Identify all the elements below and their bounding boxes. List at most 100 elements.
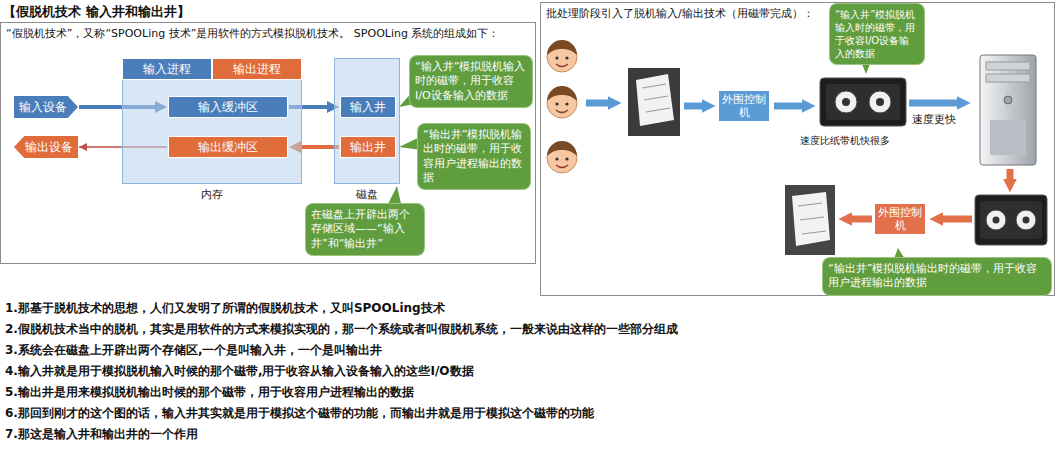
printer-photo <box>785 185 835 255</box>
note-line: 5.输出井是用来模拟脱机输出时候的那个磁带，用于收容用户进程输出的数据 <box>5 384 414 401</box>
tape-machine <box>820 78 906 126</box>
callout: “输出井”模拟脱机输出时的磁带，用于收容用户进程输出的数据 <box>823 258 1051 295</box>
node-text: 输出进程 <box>233 61 281 78</box>
flow-arrow <box>774 103 803 110</box>
controller-box: 外围控制机 <box>718 90 770 122</box>
node-text: 输出井 <box>350 139 386 156</box>
node-text: 外围控制机 <box>877 206 923 232</box>
note-line: 2.假脱机技术当中的脱机，其实是用软件的方式来模拟实现的，那一个系统或者叫假脱机… <box>5 321 678 338</box>
eye <box>555 56 558 59</box>
device-fill <box>14 136 78 158</box>
device-fill <box>14 96 78 118</box>
mouth <box>556 64 568 67</box>
node-text: 在磁盘上开辟出两个存储区域——“输入井”和“输出井” <box>311 208 419 251</box>
mouth <box>556 165 568 168</box>
node-text: 输入缓冲区 <box>198 99 258 116</box>
eye <box>555 157 558 160</box>
computer-tower <box>980 55 1036 165</box>
speed-note: 速度更快 <box>912 112 956 127</box>
controller-box: 外围控制机 <box>874 203 926 235</box>
paper-line <box>800 217 824 220</box>
eye <box>565 157 568 160</box>
drive-bay <box>986 74 1030 82</box>
person-icon <box>547 86 577 118</box>
eye <box>565 56 568 59</box>
paper-line <box>802 231 826 234</box>
callout: “输入井”模拟脱机输入时的磁带，用于收容I/O设备输入的数据 <box>410 56 532 107</box>
buffer-box: 输出缓冲区 <box>168 136 288 158</box>
note-line: 6.那回到刚才的这个图的话，输入井其实就是用于模拟这个磁带的功能，而输出井就是用… <box>5 405 594 422</box>
paper-line <box>646 108 670 112</box>
mouth <box>556 110 568 113</box>
person-icon <box>547 40 577 72</box>
node-text: 输入设备 <box>19 99 67 116</box>
paper-line <box>642 84 666 88</box>
flow-arrow <box>909 100 958 107</box>
node-text: 输出设备 <box>25 139 73 156</box>
tape-panel <box>980 201 1042 239</box>
callout: “输出井”模拟脱机输出时的磁带，用于收容用户进程输出的数据 <box>418 124 530 189</box>
node-text: “假脱机技术”，又称“SPOOLing 技术”是用软件的方式模拟脱机技术。 SP… <box>6 27 532 41</box>
reel-hub <box>842 98 850 106</box>
reel-hub <box>1023 217 1030 224</box>
content-panel: “假脱机技术”，又称“SPOOLing 技术”是用软件的方式模拟脱机技术。 SP… <box>0 22 536 264</box>
reel-hub <box>993 217 1000 224</box>
node-text: “输入井”模拟脱机输入时的磁带，用于收容I/O设备输入的数据 <box>835 8 919 60</box>
flow-arrow <box>942 216 972 223</box>
disk-region: 磁盘输入井输出井 <box>334 58 400 184</box>
note-line: 7.那这是输入井和输出井的一个作用 <box>5 426 198 443</box>
paper-line <box>798 203 822 206</box>
callout: “输入井”模拟脱机输入时的磁带，用于收容I/O设备输入的数据 <box>830 4 924 64</box>
front-grille <box>990 120 1026 155</box>
card-reader-photo <box>628 68 680 136</box>
flow-arrow <box>586 100 609 107</box>
note-line: 4.输入井就是用于模拟脱机输入时候的那个磁带,用于收容从输入设备输入的这些I/O… <box>5 363 474 380</box>
paper-line <box>644 96 668 100</box>
buffer-box: 输入缓冲区 <box>168 96 288 118</box>
node-text: 磁盘 <box>335 187 399 202</box>
hair <box>547 141 577 156</box>
hair <box>547 86 577 101</box>
node-text: 批处理阶段引入了脱机输入/输出技术（用磁带完成）： <box>546 7 824 21</box>
device-shape: 输入设备 <box>14 96 78 118</box>
process-box: 输出进程 <box>212 58 302 80</box>
diagram-title: 【假脱机技术 输入井和输出井】 <box>3 3 190 21</box>
eye <box>565 102 568 105</box>
printed-paper <box>792 192 830 246</box>
hair <box>547 40 577 55</box>
node-text: “输出井”模拟脱机输出时的磁带，用于收容用户进程输出的数据 <box>828 262 1046 291</box>
flow-arrow <box>1007 169 1014 180</box>
reel-hub <box>876 98 884 106</box>
tape-machine <box>975 195 1047 245</box>
speed-note: 速度比纸带机快很多 <box>800 134 890 148</box>
eye <box>555 102 558 105</box>
node-text: “输入井”模拟脱机输入时的磁带，用于收容I/O设备输入的数据 <box>415 60 527 103</box>
node-text: 内存 <box>123 187 301 202</box>
well-box: 输入井 <box>340 96 396 118</box>
note-line: 1.那基于脱机技术的思想，人们又发明了所谓的假脱机技术，又叫SPOOLing技术 <box>5 300 445 317</box>
device-shape: 输出设备 <box>14 136 78 158</box>
tape-panel <box>826 84 900 120</box>
flow-arrow <box>684 103 703 110</box>
node-text: “输出井”模拟脱机输出时的磁带，用于收容用户进程输出的数据 <box>423 128 525 185</box>
paper-tape <box>636 74 674 126</box>
power-button <box>1004 96 1012 104</box>
content-panel: 批处理阶段引入了脱机输入/输出技术（用磁带完成）：外围控制机外围控制机“输入井”… <box>540 2 1055 296</box>
callout: 在磁盘上开辟出两个存储区域——“输入井”和“输出井” <box>306 204 424 255</box>
node-text: 输出缓冲区 <box>198 139 258 156</box>
tape-reel <box>1016 210 1036 230</box>
process-box: 输入进程 <box>122 58 212 80</box>
node-text: 外围控制机 <box>721 93 767 119</box>
node-text: 输入进程 <box>143 61 191 78</box>
tape-reel <box>869 91 891 113</box>
tape-reel <box>835 91 857 113</box>
drive-bay <box>986 62 1030 70</box>
tape-reel <box>986 210 1006 230</box>
flow-arrow <box>851 216 872 223</box>
note-line: 3.系统会在磁盘上开辟出两个存储区,一个是叫输入井，一个是叫输出井 <box>5 342 382 359</box>
node-text: 输入井 <box>350 99 386 116</box>
person-icon <box>547 141 577 173</box>
memory-region: 内存输入进程输出进程输入缓冲区输出缓冲区 <box>122 58 302 184</box>
well-box: 输出井 <box>340 136 396 158</box>
